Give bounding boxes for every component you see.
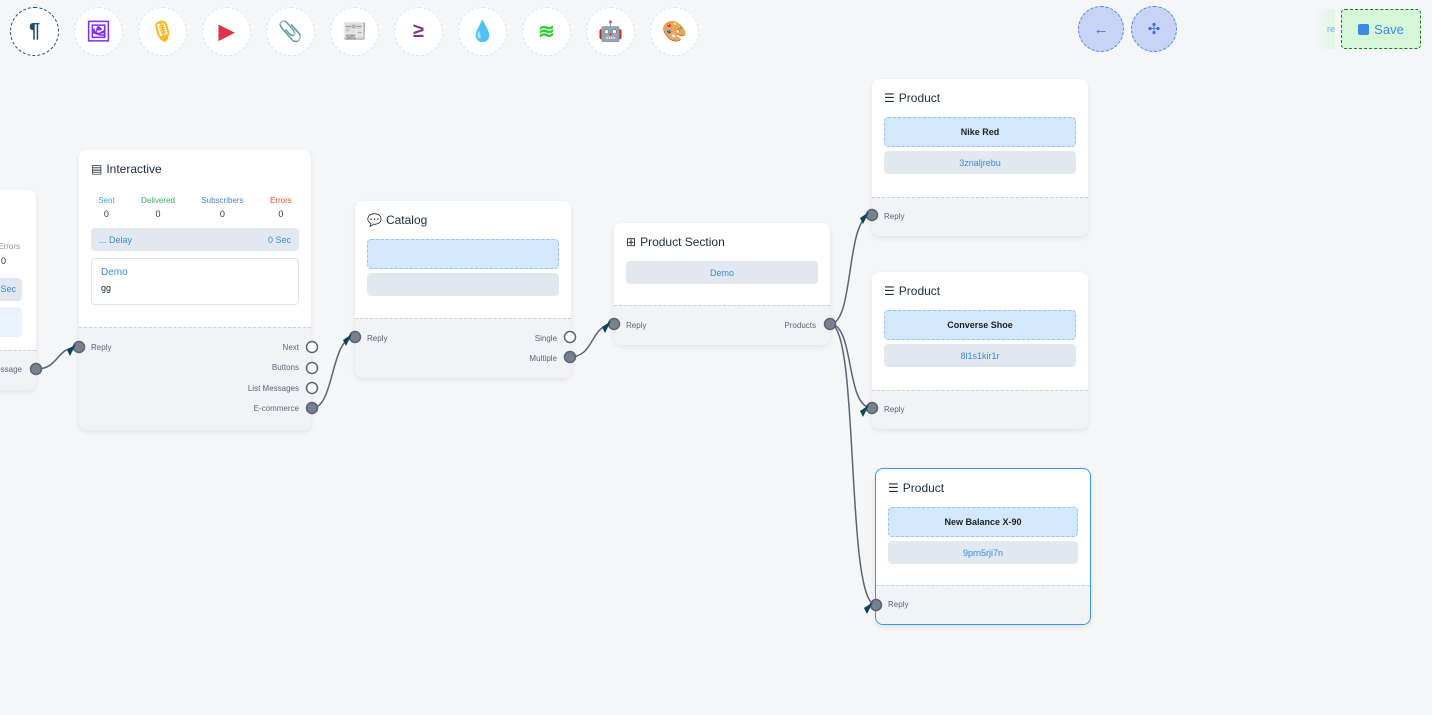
paperclip-tool-button[interactable]: 📎 — [266, 7, 315, 56]
drop-tool-button[interactable]: 💧 — [458, 7, 507, 56]
product-node[interactable]: ☰Product New Balance X-90 9prn5rji7n Rep… — [875, 468, 1091, 625]
newspaper-icon: 📰 — [342, 21, 367, 43]
ghost-button: re — [1315, 9, 1335, 49]
back-button[interactable]: ← — [1078, 6, 1124, 52]
handle[interactable] — [823, 317, 837, 331]
handle[interactable] — [305, 361, 319, 375]
handle[interactable] — [305, 401, 319, 415]
handle[interactable] — [29, 362, 43, 376]
greater-equal-tool-button[interactable]: ≥ — [394, 7, 443, 56]
palette-tool-button[interactable]: 🎨 — [650, 7, 699, 56]
greater-equal-icon: ≥ — [413, 20, 424, 42]
microphone-tool-button[interactable]: 🎙 — [138, 7, 187, 56]
handle[interactable] — [305, 381, 319, 395]
paragraph-tool-button[interactable]: ¶ — [10, 7, 59, 56]
robot-icon: 🤖 — [598, 21, 623, 43]
edge — [829, 323, 873, 409]
arrow-head — [860, 405, 869, 417]
arrow-head — [602, 321, 611, 333]
product-id[interactable]: 9prn5rji7n — [888, 541, 1078, 564]
handle[interactable] — [865, 208, 879, 222]
paperclip-icon: 📎 — [278, 21, 303, 43]
product-id[interactable]: 8l1s1kir1r — [884, 344, 1076, 367]
product-id[interactable]: 3znaljrebu — [884, 151, 1076, 174]
bars-icon: ☰ — [884, 284, 895, 298]
errors-stat: Errors — [269, 196, 292, 205]
product-name[interactable]: Nike Red — [884, 117, 1076, 147]
newspaper-tool-button[interactable]: 📰 — [330, 7, 379, 56]
handle[interactable] — [865, 401, 879, 415]
product-name[interactable]: Converse Shoe — [884, 310, 1076, 340]
collapse-button[interactable]: ✣ — [1131, 6, 1177, 52]
table-icon: ⊞ — [626, 235, 637, 249]
handle[interactable] — [869, 598, 883, 612]
newspaper-icon: ▤ — [91, 162, 103, 176]
handle[interactable] — [563, 330, 577, 344]
catalog-node[interactable]: 💬Catalog Reply Single Multiple — [355, 201, 571, 378]
arrow-head — [343, 334, 352, 346]
handle[interactable] — [72, 340, 86, 354]
microphone-icon: 🎙 — [149, 21, 176, 43]
paragraph-icon: ¶ — [28, 20, 41, 42]
robot-tool-button[interactable]: 🤖 — [586, 7, 635, 56]
section-item[interactable]: Demo — [626, 261, 818, 284]
stack-icon: ≋ — [538, 21, 555, 43]
arrow-head — [864, 602, 873, 614]
save-button[interactable]: Save — [1341, 9, 1421, 49]
palette-icon: 🎨 — [662, 21, 687, 43]
compress-icon: ✣ — [1147, 21, 1161, 38]
image-tool-button[interactable]: 🖼 — [74, 7, 123, 56]
image-icon: 🖼 — [85, 21, 112, 43]
sent-stat: Sent — [98, 196, 115, 205]
youtube-tool-button[interactable]: ▶ — [202, 7, 251, 56]
drop-icon: 💧 — [470, 21, 495, 43]
handle[interactable] — [305, 340, 319, 354]
handle[interactable] — [348, 330, 362, 344]
bars-icon: ☰ — [884, 91, 895, 105]
product-node[interactable]: ☰Product Converse Shoe 8l1s1kir1r Reply — [872, 272, 1088, 429]
arrow-head — [860, 212, 869, 224]
youtube-icon: ▶ — [218, 21, 235, 43]
subscribers-stat: Subscribers — [201, 196, 244, 205]
handle[interactable] — [563, 350, 577, 364]
floppy-icon — [1358, 23, 1370, 35]
partial-node[interactable]: Errors 0 Sec essage — [0, 190, 36, 390]
delivered-stat: Delivered — [141, 196, 175, 205]
product-node[interactable]: ☰Product Nike Red 3znaljrebu Reply — [872, 79, 1088, 236]
handle[interactable] — [607, 317, 621, 331]
stack-tool-button[interactable]: ≋ — [522, 7, 571, 56]
arrow-head — [67, 344, 76, 356]
arrow-left-icon: ← — [1093, 20, 1109, 38]
bars-icon: ☰ — [888, 481, 899, 495]
product-section-node[interactable]: ⊞Product Section Demo Reply Products — [614, 223, 830, 345]
edge — [829, 323, 877, 606]
product-name[interactable]: New Balance X-90 — [888, 507, 1078, 537]
chat-icon: 💬 — [367, 213, 382, 227]
